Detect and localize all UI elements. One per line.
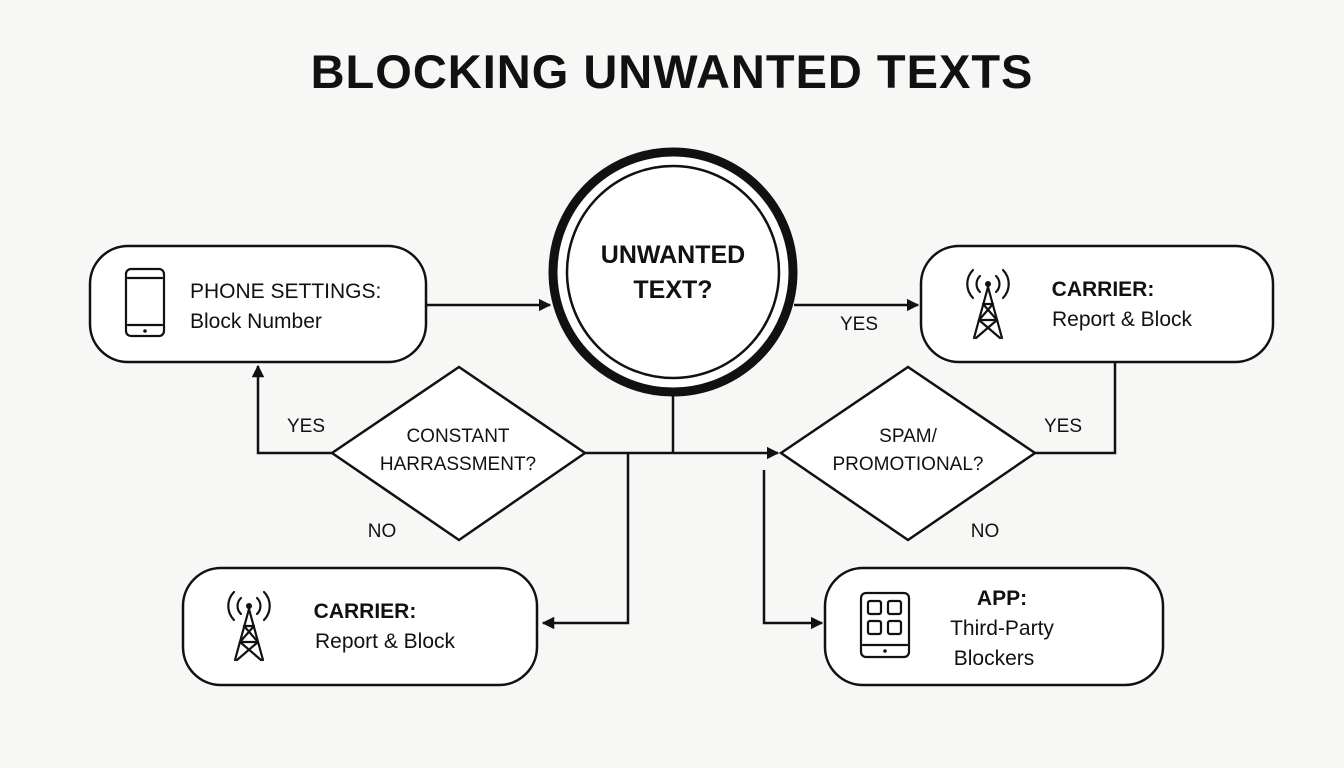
label-no-harassment: NO	[368, 521, 397, 542]
cell-tower-icon	[966, 268, 1010, 340]
edge-spam-yes-to-carrier-top	[1035, 363, 1117, 455]
cell-tower-icon	[227, 590, 271, 662]
label-yes-harassment: YES	[287, 416, 325, 437]
edge-spam-no-to-app	[762, 470, 824, 630]
decision-spam-node: SPAM/ PROMOTIONAL?	[778, 365, 1038, 542]
carrier-bottom-line-2: Report & Block	[315, 630, 456, 653]
carrier-top-line-1: CARRIER:	[1052, 278, 1155, 301]
label-no-spam: NO	[971, 521, 1000, 542]
app-node: APP: Third-Party Blockers	[823, 566, 1165, 687]
label-yes-spam: YES	[1044, 416, 1082, 437]
app-line-3: Blockers	[954, 647, 1035, 670]
decision-harassment-node: CONSTANT HARRASSMENT?	[329, 365, 588, 542]
start-line-1: UNWANTED	[601, 241, 745, 269]
phone-settings-line-2: Block Number	[190, 310, 322, 333]
carrier-bottom-line-1: CARRIER:	[314, 600, 417, 623]
decision-harassment-line-2: HARRASSMENT?	[380, 454, 536, 475]
edge-harassment-no-to-carrier-bottom	[541, 453, 630, 630]
start-node: UNWANTED TEXT?	[548, 147, 798, 397]
tablet-apps-icon	[859, 591, 911, 659]
decision-harassment-line-1: CONSTANT	[406, 426, 509, 447]
phone-settings-node: PHONE SETTINGS: Block Number	[88, 244, 428, 364]
carrier-bottom-node: CARRIER: Report & Block	[181, 566, 539, 687]
decision-spam-line-1: SPAM/	[879, 426, 937, 447]
start-line-2: TEXT?	[633, 276, 712, 304]
diagram-title: BLOCKING UNWANTED TEXTS	[311, 45, 1034, 98]
decision-spam-line-2: PROMOTIONAL?	[833, 454, 984, 475]
app-line-1: APP:	[977, 587, 1027, 610]
smartphone-icon	[124, 267, 166, 338]
phone-settings-line-1: PHONE SETTINGS:	[190, 280, 381, 303]
carrier-top-line-2: Report & Block	[1052, 308, 1193, 331]
carrier-top-node: CARRIER: Report & Block	[919, 244, 1275, 364]
edge-harassment-yes-to-phone	[251, 364, 332, 455]
label-yes-start-carrier: YES	[840, 314, 878, 335]
app-line-2: Third-Party	[950, 617, 1054, 640]
